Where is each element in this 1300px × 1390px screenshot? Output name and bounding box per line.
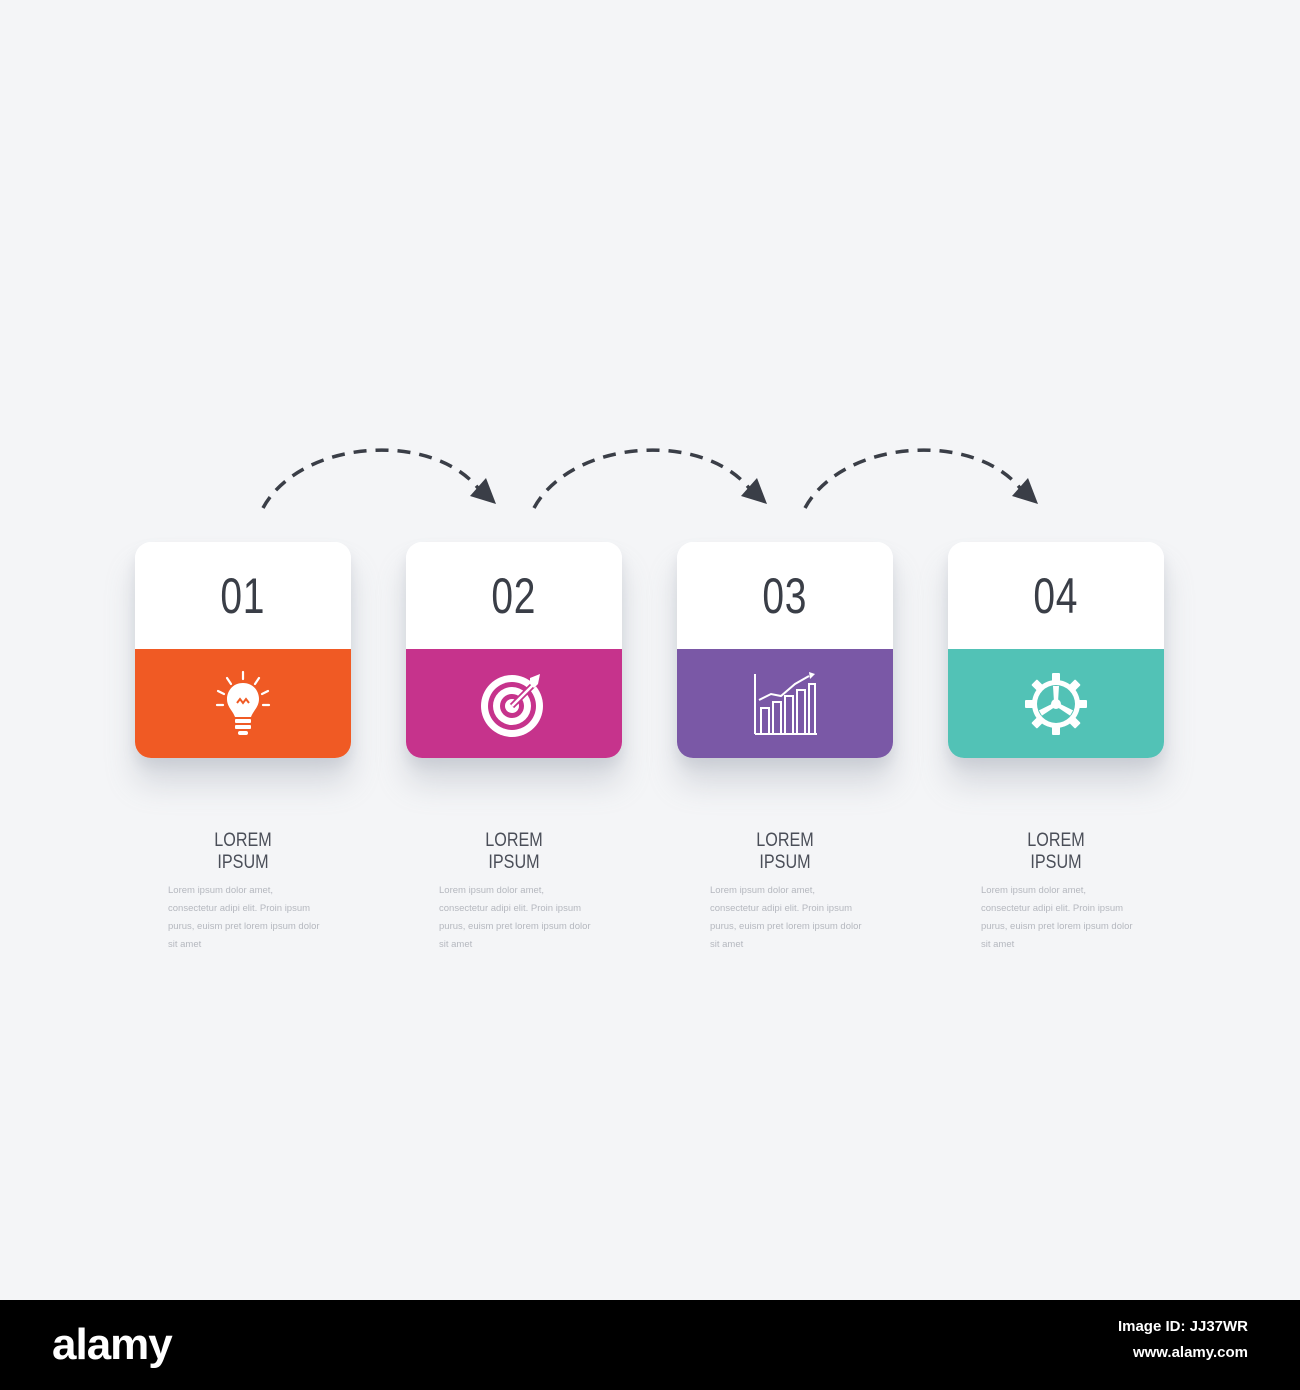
step-title: LOREM IPSUM bbox=[485, 830, 543, 873]
step-title: LOREM IPSUM bbox=[214, 830, 272, 873]
step-text-03: LOREM IPSUM Lorem ipsum dolor amet, cons… bbox=[710, 830, 880, 954]
footer-url: www.alamy.com bbox=[1132, 1344, 1248, 1361]
step-text-01: LOREM IPSUM Lorem ipsum dolor amet, cons… bbox=[168, 830, 338, 954]
step-text-02: LOREM IPSUM Lorem ipsum dolor amet, cons… bbox=[439, 830, 609, 954]
step-description: Lorem ipsum dolor amet, consectetur adip… bbox=[168, 885, 320, 950]
step-card-01: 01 bbox=[135, 542, 351, 758]
step-card-band bbox=[135, 649, 351, 758]
step-card-header: 03 bbox=[677, 542, 893, 649]
step-number: 04 bbox=[1033, 567, 1079, 624]
watermark-footer: alamy Image ID: JJ37WR www.alamy.com bbox=[0, 1300, 1300, 1390]
step-card-04: 04 bbox=[948, 542, 1164, 758]
target-icon bbox=[478, 668, 550, 740]
step-card-header: 02 bbox=[406, 542, 622, 649]
step-title: LOREM IPSUM bbox=[756, 830, 814, 873]
step-card-02: 02 bbox=[406, 542, 622, 758]
step-card-band bbox=[406, 649, 622, 758]
step-number: 01 bbox=[220, 567, 266, 624]
step-description: Lorem ipsum dolor amet, consectetur adip… bbox=[710, 885, 862, 950]
step-number: 03 bbox=[762, 567, 808, 624]
step-description: Lorem ipsum dolor amet, consectetur adip… bbox=[981, 885, 1133, 950]
step-card-03: 03 bbox=[677, 542, 893, 758]
alamy-logo: alamy bbox=[52, 1320, 173, 1369]
bar-chart-icon bbox=[749, 668, 821, 740]
step-card-band bbox=[948, 649, 1164, 758]
step-description: Lorem ipsum dolor amet, consectetur adip… bbox=[439, 885, 591, 950]
arrow-03-to-04 bbox=[803, 448, 1038, 509]
connector-arrows bbox=[261, 448, 1038, 509]
gear-icon bbox=[1022, 670, 1090, 738]
image-id-label: Image ID: JJ37WR bbox=[1117, 1318, 1248, 1335]
step-card-band bbox=[677, 649, 893, 758]
step-card-header: 01 bbox=[135, 542, 351, 649]
step-card-header: 04 bbox=[948, 542, 1164, 649]
step-text-04: LOREM IPSUM Lorem ipsum dolor amet, cons… bbox=[981, 830, 1151, 954]
lightbulb-icon bbox=[213, 669, 273, 739]
arrow-01-to-02 bbox=[261, 448, 496, 509]
arrow-02-to-03 bbox=[532, 448, 767, 509]
step-title: LOREM IPSUM bbox=[1027, 830, 1085, 873]
infographic-canvas: 01 bbox=[135, 448, 1164, 954]
step-number: 02 bbox=[491, 567, 537, 624]
